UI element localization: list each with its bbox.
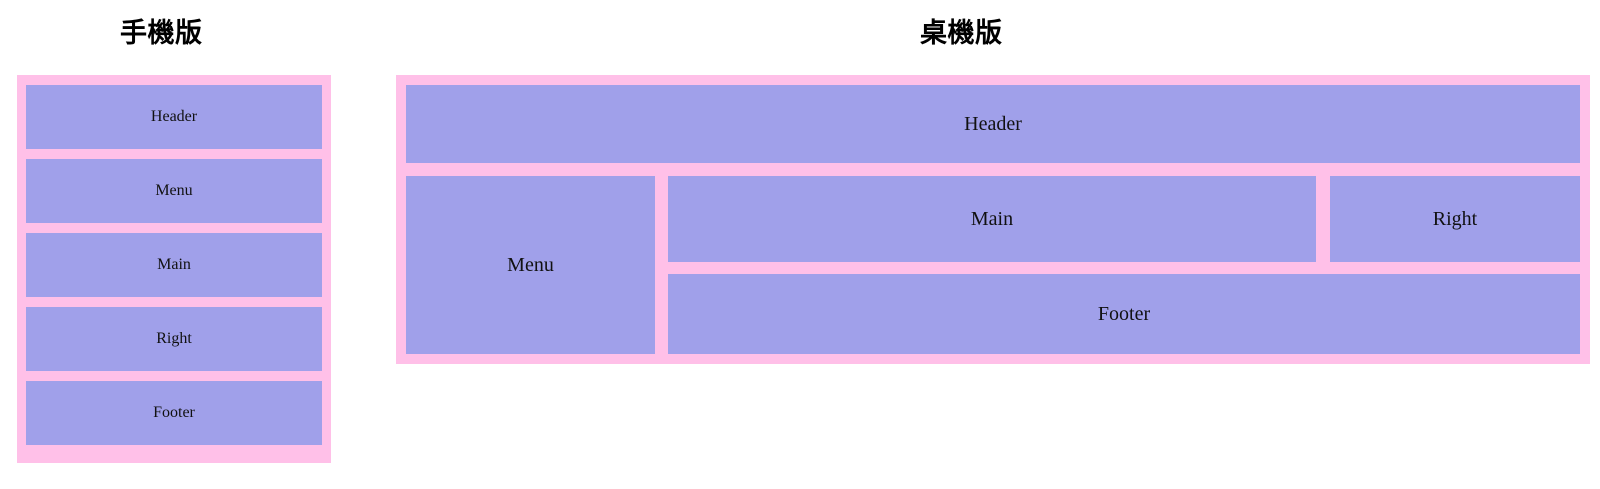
desktop-region-right-label: Right — [1432, 207, 1478, 230]
mobile-layout-frame: Header Menu Main Right Footer — [17, 75, 331, 463]
mobile-region-right: Right — [26, 307, 322, 371]
desktop-region-main: Main — [668, 176, 1316, 262]
desktop-region-header: Header — [406, 85, 1580, 163]
desktop-region-header-label: Header — [964, 112, 1022, 135]
desktop-region-main-label: Main — [970, 207, 1014, 230]
desktop-region-menu-label: Menu — [507, 253, 554, 276]
mobile-region-footer: Footer — [26, 381, 322, 445]
desktop-region-footer-label: Footer — [1097, 302, 1151, 325]
desktop-layout-frame: Header Menu Main Right Footer — [396, 75, 1590, 364]
desktop-region-footer: Footer — [668, 274, 1580, 354]
mobile-region-menu-label: Menu — [155, 182, 193, 199]
mobile-region-right-label: Right — [156, 330, 192, 347]
desktop-layout-title: 桌機版 — [920, 18, 1003, 48]
mobile-layout-title: 手機版 — [120, 18, 203, 48]
mobile-region-main: Main — [26, 233, 322, 297]
desktop-region-right: Right — [1330, 176, 1580, 262]
desktop-region-menu: Menu — [406, 176, 655, 354]
mobile-region-menu: Menu — [26, 159, 322, 223]
mobile-region-main-label: Main — [157, 256, 191, 273]
mobile-region-footer-label: Footer — [153, 404, 195, 421]
mobile-region-header: Header — [26, 85, 322, 149]
mobile-region-header-label: Header — [150, 108, 198, 125]
